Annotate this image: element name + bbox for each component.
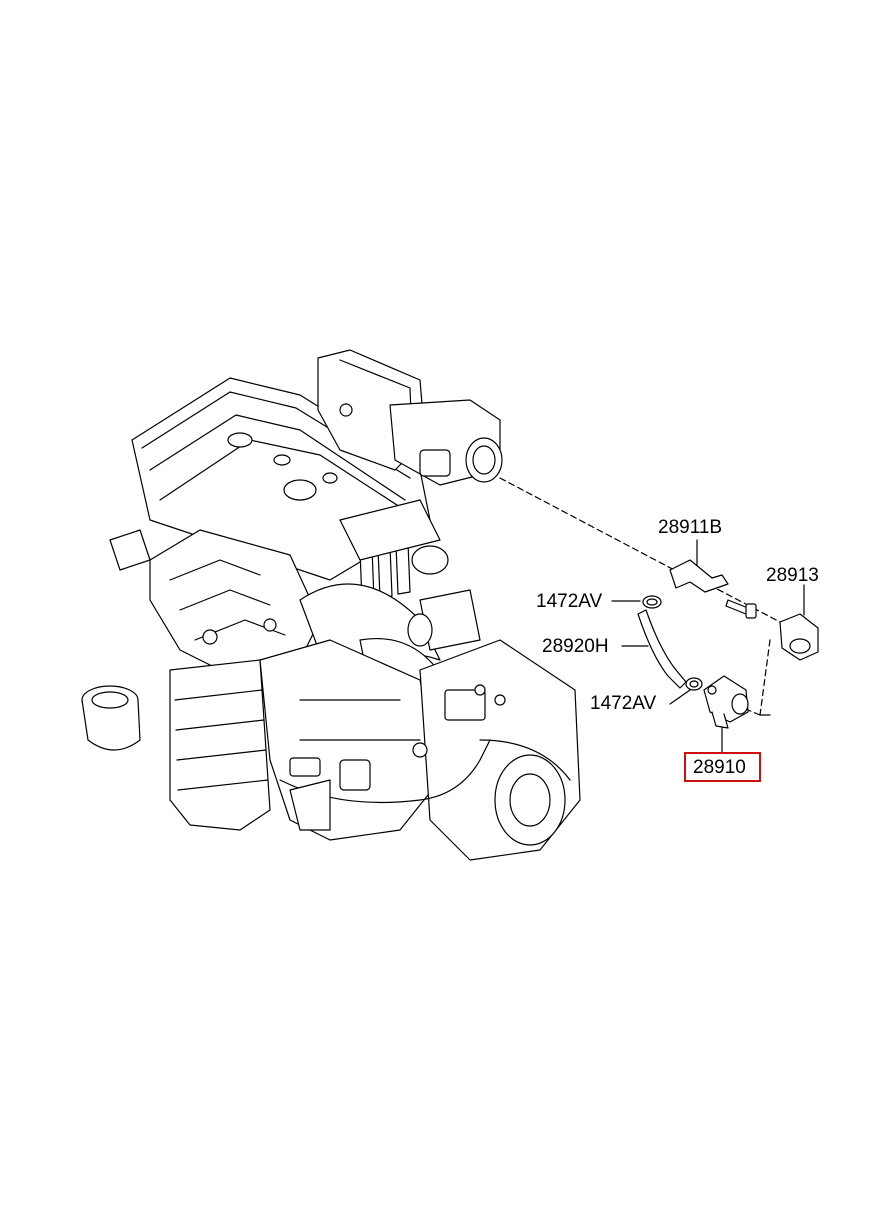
label-1472AV-top: 1472AV [536, 591, 603, 612]
highlight-box-28910 [684, 752, 761, 782]
label-28910[interactable]: 28910 [693, 757, 746, 778]
label-28920H: 28920H [542, 636, 609, 657]
engine-assembly [81, 349, 581, 861]
label-1472AV-bottom: 1472AV [590, 693, 657, 714]
bolt [725, 599, 757, 619]
clamp-1472AV-bottom [685, 677, 703, 691]
clamp-1472AV-top [642, 595, 662, 609]
hose-28920H [637, 609, 687, 689]
bracket-28911B [669, 559, 729, 593]
label-28911B: 28911B [658, 517, 723, 538]
purge-valve-28910 [703, 675, 749, 729]
clip-28913 [779, 613, 819, 661]
label-28913: 28913 [766, 565, 819, 586]
